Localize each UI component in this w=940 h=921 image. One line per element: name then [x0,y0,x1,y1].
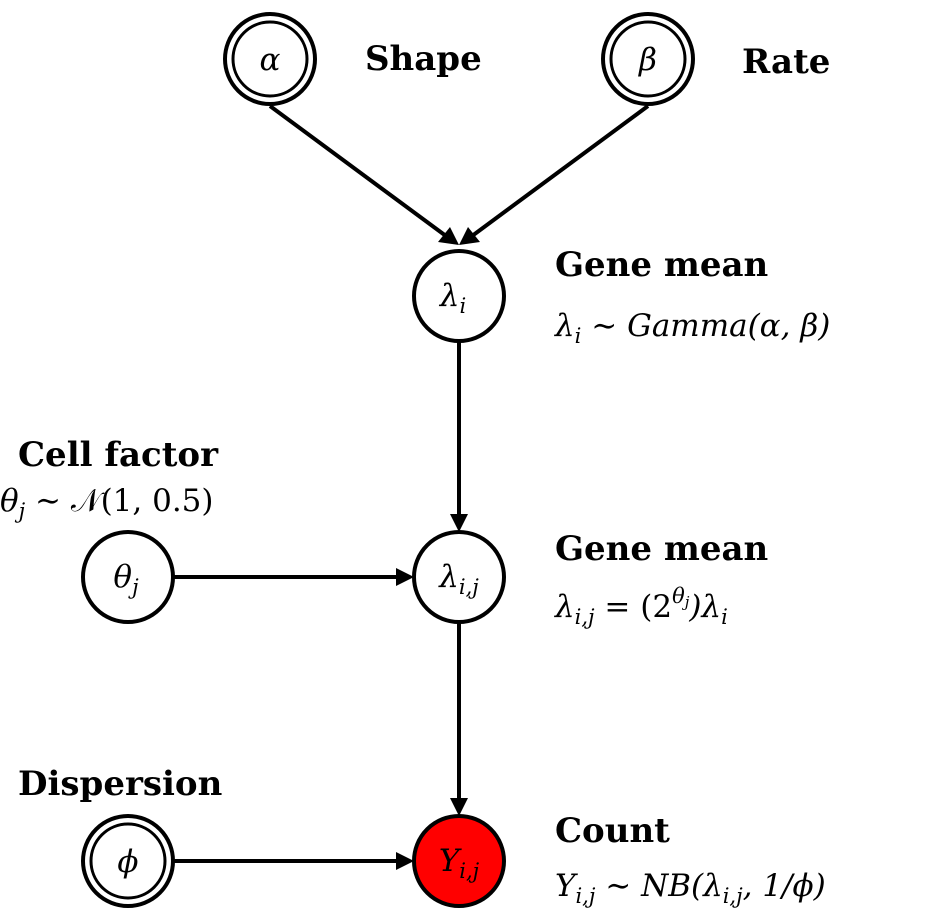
node-alpha-symbol: α [260,42,281,78]
edge-alpha-to-lambda-i [268,104,448,238]
edges [174,104,650,870]
label-count: Count [555,811,670,851]
node-beta-symbol: β [638,42,657,78]
node-theta-j: θj [81,530,175,624]
label-shape: Shape [365,39,482,79]
node-lambda-i: λi [412,249,506,343]
label-dispersion: Dispersion [18,764,222,804]
node-lambda-ij: λi,j [412,530,506,624]
node-lambda-i-symbol: λi [438,278,466,318]
equation-lambda-i: λi ∼ Gamma(α, β) [553,308,830,348]
equation-theta-j: θj ∼ 𝒩(1, 0.5) [0,483,214,523]
label-gene-mean-1: Gene mean [555,245,768,285]
arrowhead-lambda-ij-to-y [450,798,468,816]
node-y-ij-symbol: Yi,j [439,843,480,883]
equation-lambda-ij: λi,j = (2θj)λi [553,584,728,629]
node-theta-j-symbol: θj [113,559,139,599]
arrowhead-alpha-to-lambda-i [438,227,459,245]
arrowhead-beta-to-lambda-i [459,227,480,245]
arrowhead-theta-to-lambda-ij [396,568,414,586]
arrowhead-lambda-i-to-lambda-ij [450,514,468,532]
node-phi-symbol: ϕ [117,844,138,880]
node-y-ij: Yi,j [412,814,506,908]
label-cell-factor: Cell factor [18,435,219,475]
arrowhead-phi-to-y [396,852,414,870]
node-lambda-ij-symbol: λi,j [437,559,479,599]
node-beta: β [601,12,695,106]
node-phi: ϕ [81,814,175,908]
edge-beta-to-lambda-i [470,104,650,238]
label-rate: Rate [742,42,830,82]
node-alpha: α [223,12,317,106]
label-gene-mean-2: Gene mean [555,529,768,569]
equation-y-ij: Yi,j ∼ NB(λi,j, 1/ϕ) [555,868,826,908]
